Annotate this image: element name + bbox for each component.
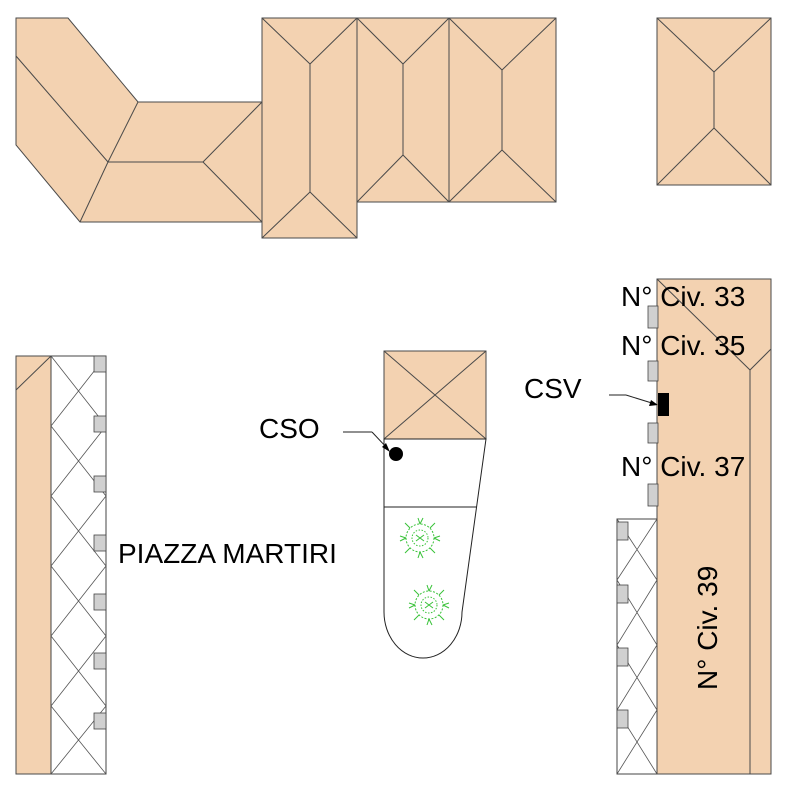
house-number-33: N° Civ. 33 <box>621 281 745 312</box>
building-top-middle-3 <box>448 17 557 203</box>
tree-icon <box>399 517 441 559</box>
cso-label: CSO <box>259 413 320 444</box>
csv-arrow-icon <box>649 400 658 406</box>
cso-marker[interactable] <box>389 447 403 461</box>
building-top-middle-2 <box>356 17 450 203</box>
building-left-strip <box>15 355 52 775</box>
cso-arrow-icon <box>382 443 390 452</box>
building-top-right <box>656 17 772 186</box>
house-number-37: N° Civ. 37 <box>621 451 745 482</box>
square-name-label: PIAZZA MARTIRI <box>118 538 337 569</box>
right-facade-columns <box>647 305 659 507</box>
left-arcade-columns <box>93 355 107 730</box>
right-arcade-columns <box>616 521 629 729</box>
building-right-long <box>656 278 772 775</box>
tree-icon <box>408 584 450 626</box>
right-arcade <box>616 518 658 775</box>
csv-label: CSV <box>524 373 582 404</box>
building-top-left-angled <box>15 17 263 223</box>
central-kiosk <box>383 350 487 440</box>
central-island <box>383 438 487 659</box>
csv-marker[interactable] <box>658 393 669 416</box>
house-number-35: N° Civ. 35 <box>621 330 745 361</box>
building-top-middle-1 <box>261 17 358 239</box>
house-number-39: N° Civ. 39 <box>692 566 723 690</box>
